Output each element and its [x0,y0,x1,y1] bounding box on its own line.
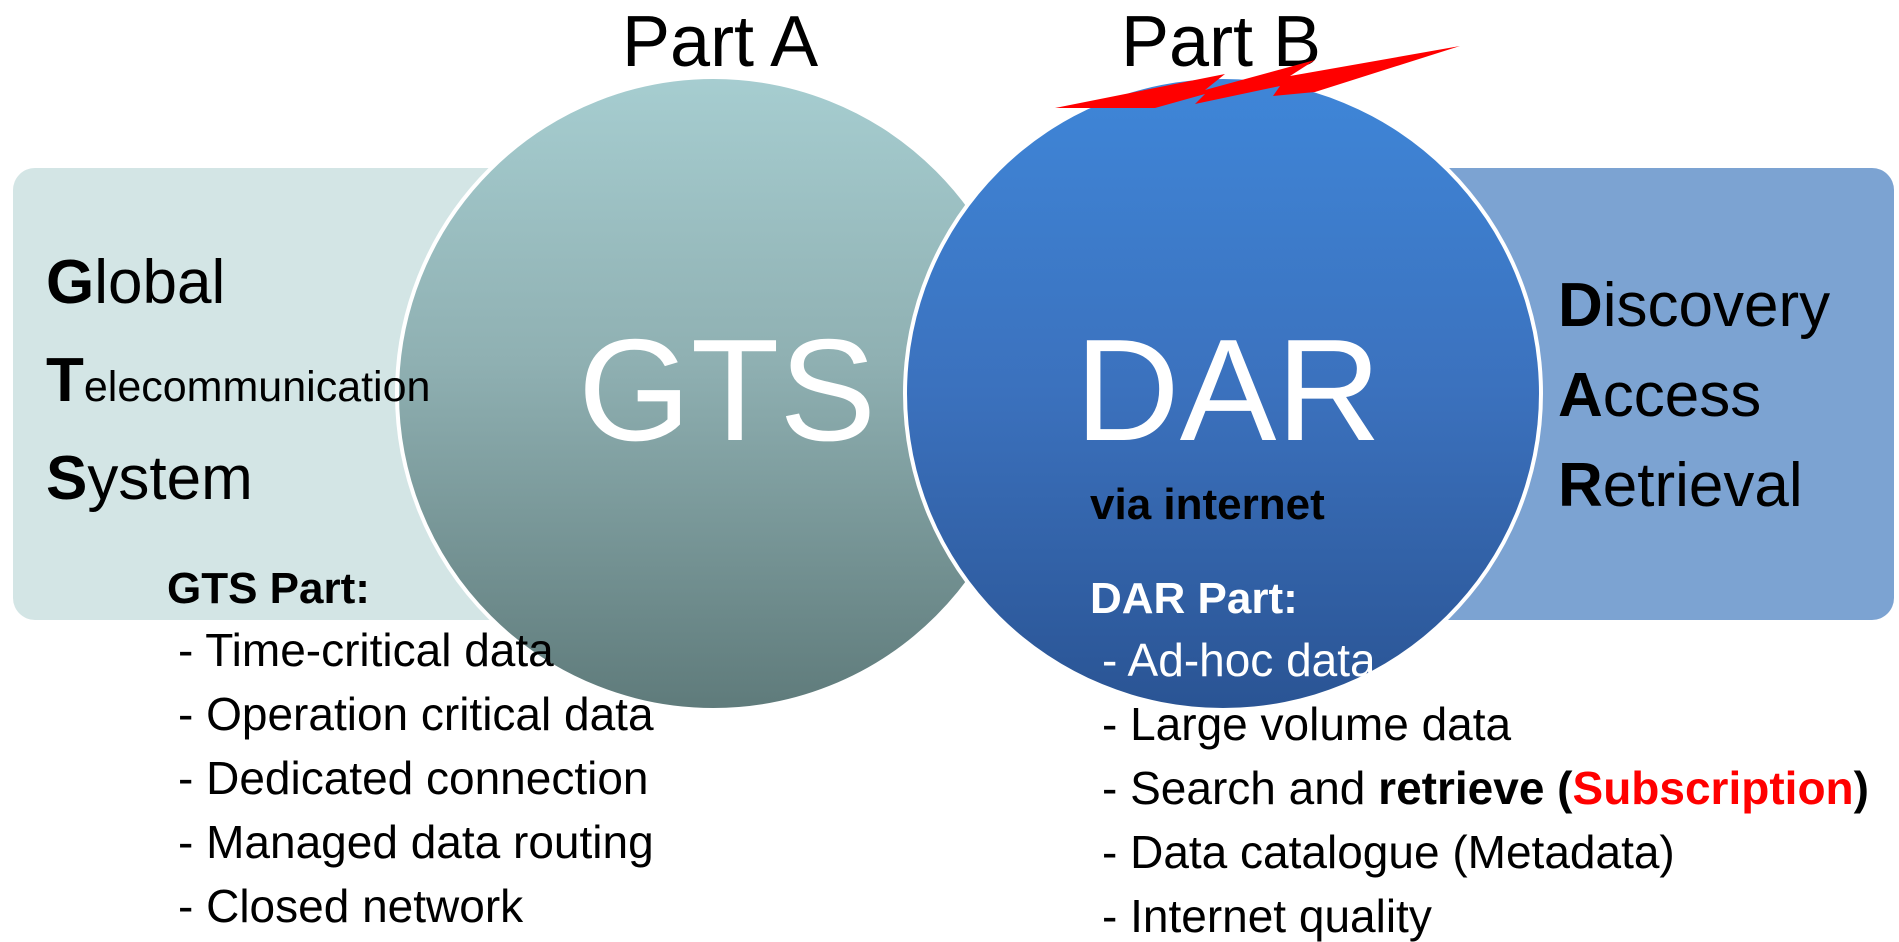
list-item: - Dedicated connection [178,752,649,804]
gts-expansion-rest: elecommunication [83,363,431,411]
gts-acronym: GTS [578,309,877,471]
gts-part-title: GTS Part: [167,564,370,613]
list-item: - Internet quality [1102,890,1432,942]
list-item: - Ad-hoc data [1102,634,1376,686]
part-b-heading: Part B [1121,2,1322,82]
list-item-search: - Search and retrieve (Subscription) [1102,765,1869,811]
gts-expansion-initial: G [46,248,95,317]
search-item-close-paren: ) [1853,762,1869,814]
gts-expansion-initial: T [46,346,84,415]
list-item: - Managed data routing [178,816,654,868]
gts-expansion-line: Telecommunication [46,350,430,412]
search-item-bold: retrieve [1378,762,1545,814]
part-a-heading: Part A [622,2,819,82]
search-item-prefix: - Search and [1102,762,1379,814]
gts-expansion-rest: lobal [94,248,226,317]
gts-expansion-rest: ystem [87,444,253,513]
dar-acronym: DAR [1075,309,1382,471]
gts-expansion-initial: S [46,444,88,513]
dar-circle [903,75,1543,712]
gts-expansion-line: System [46,448,253,510]
dar-part-title: DAR Part: [1090,574,1298,623]
dar-expansion-line: Access [1558,365,1761,427]
subscription-highlight: Subscription [1572,762,1854,814]
list-item: - Closed network [178,880,524,932]
dar-expansion-rest: ccess [1602,361,1762,430]
search-item-open-paren: ( [1544,762,1573,814]
list-item: - Operation critical data [178,688,654,740]
dar-subtitle: via internet [1090,480,1325,529]
gts-expansion-line: Global [46,252,225,314]
dar-expansion-initial: A [1558,361,1603,430]
dar-expansion-rest: iscovery [1602,271,1831,340]
list-item: - Time-critical data [178,624,554,676]
dar-expansion-initial: D [1558,271,1603,340]
dar-expansion-line: Discovery [1558,275,1830,337]
lightning-bolt-icon [1055,46,1460,108]
dar-expansion-rest: etrieval [1602,451,1803,520]
list-item: - Large volume data [1102,698,1512,750]
dar-expansion-line: Retrieval [1558,455,1803,517]
list-item: - Data catalogue (Metadata) [1102,826,1675,878]
dar-expansion-initial: R [1558,451,1603,520]
